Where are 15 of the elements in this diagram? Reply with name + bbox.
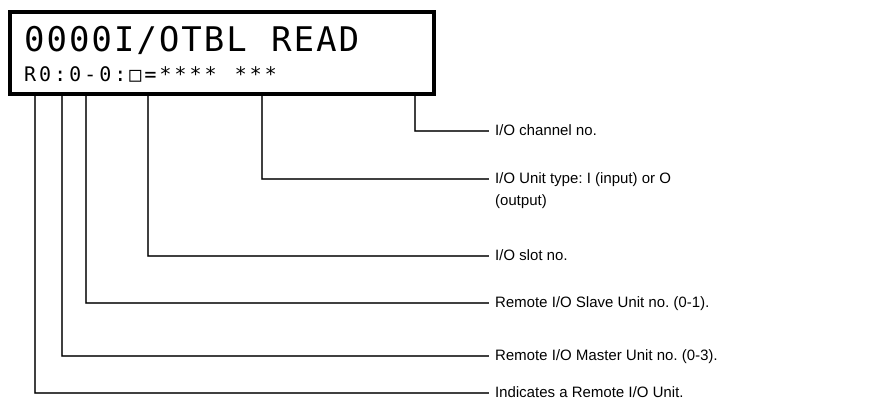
callout-text: I/O Unit type: I (input) or O (output) (495, 168, 725, 212)
callout-text: I/O slot no. (495, 245, 725, 267)
callout-text: Remote I/O Master Unit no. (0-3). (495, 345, 725, 367)
callout-text: Remote I/O Slave Unit no. (0-1). (495, 292, 725, 314)
leader-line (261, 96, 489, 180)
callout-text: I/O channel no. (495, 120, 725, 142)
leader-line (34, 96, 489, 394)
leader-line (147, 96, 489, 257)
lcd-display (8, 10, 436, 96)
leader-line (61, 96, 489, 357)
display-text: 0000I/OTBL READ (24, 20, 362, 60)
leader-line (414, 96, 489, 132)
leader-line (85, 96, 489, 304)
display-text: R0:0-0:□=**** *** (24, 61, 281, 88)
callout-text: Indicates a Remote I/O Unit. (495, 382, 725, 404)
